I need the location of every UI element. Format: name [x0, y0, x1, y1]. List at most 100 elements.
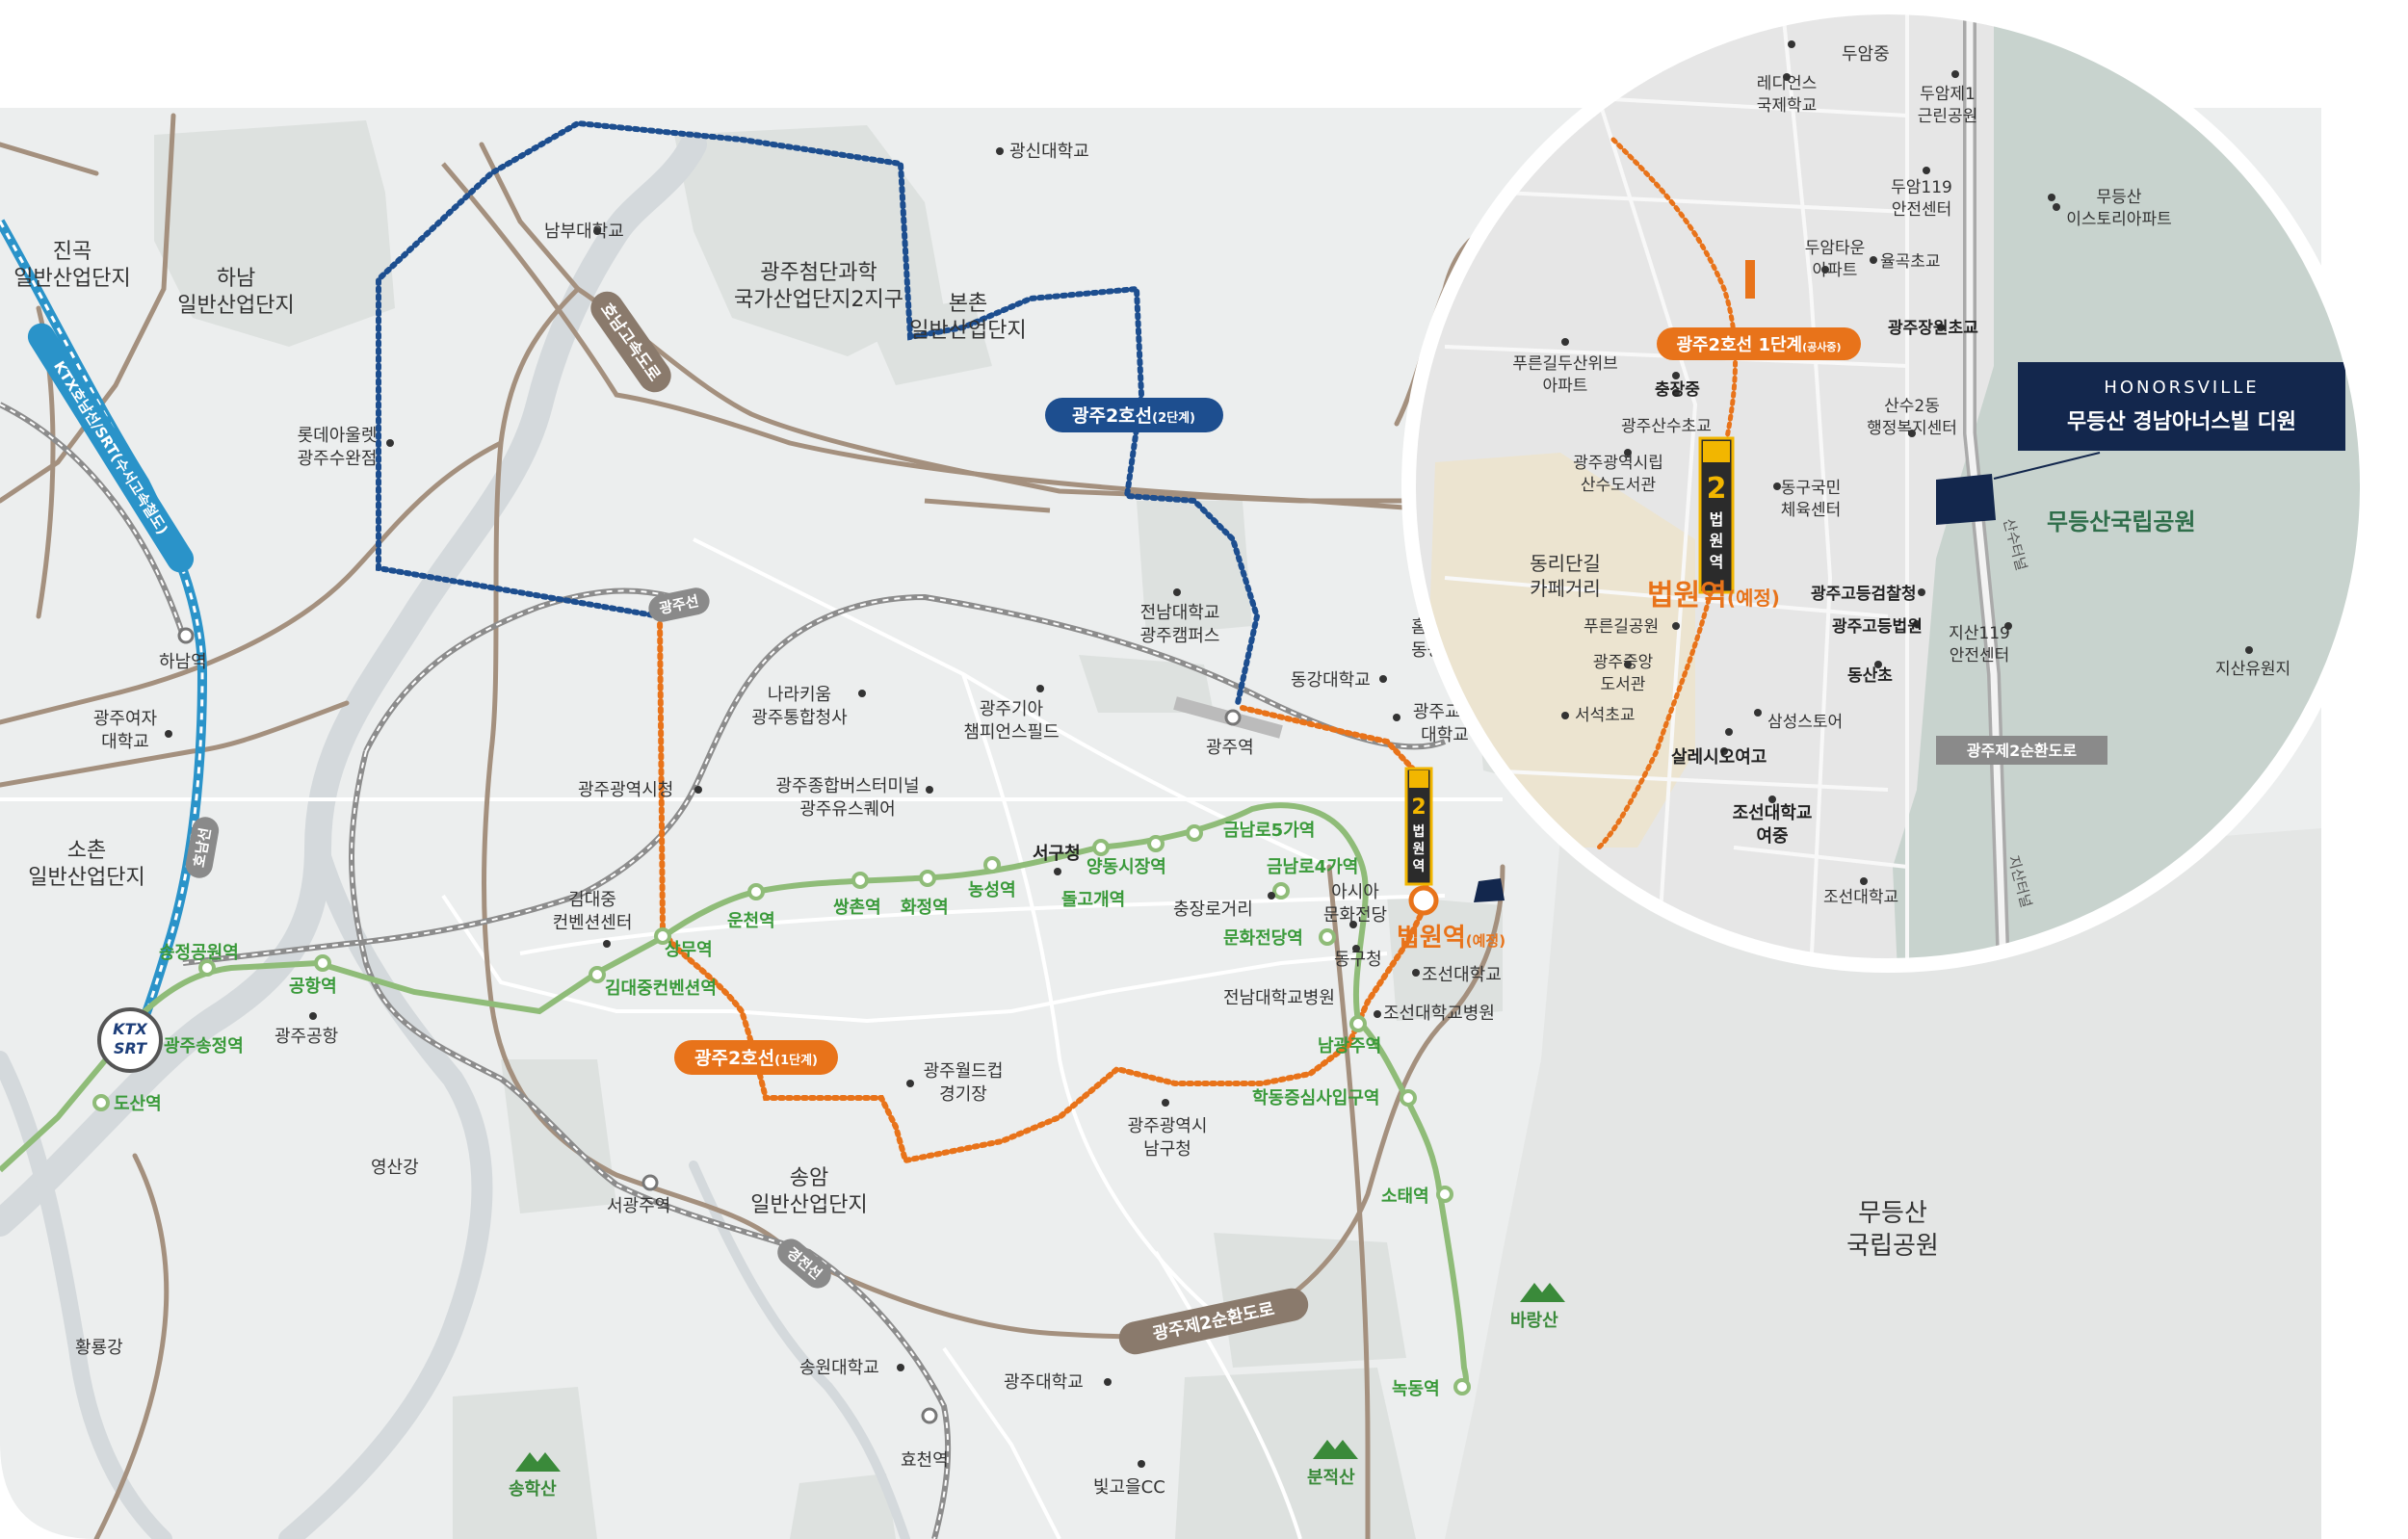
label-barang: 바랑산 [1510, 1311, 1558, 1331]
honam-expressway [441, 162, 1446, 513]
label-chosun-univ: 조선대학교 [1422, 965, 1502, 985]
sign-char: 법 [1413, 824, 1426, 840]
label-hwangryong-river: 황룡강 [75, 1338, 123, 1358]
inset-label-samsung: 삼성스토어 [1767, 713, 1843, 732]
label-munhwa-station: 문화전당역 [1223, 928, 1303, 949]
label-seogwangju-station: 서광주역 [607, 1196, 670, 1216]
label-airport: 광주공항 [275, 1027, 338, 1047]
inset-line2-badge-bg [1657, 327, 1861, 360]
mountain-markers [515, 1283, 1565, 1472]
inset-label-dongsan: 동산초 [1847, 666, 1893, 686]
inset-label-jisan-resort: 지산유원지 [2215, 660, 2290, 679]
label-gwangju-univ: 광주대학교 [1004, 1372, 1084, 1393]
label-geumnamro4-station: 금남로4가역 [1267, 857, 1358, 877]
inset-sign-number: 2 [1707, 472, 1727, 506]
label-namgwangju-station: 남광주역 [1318, 1036, 1381, 1056]
label-chungjang: 충장로거리 [1173, 900, 1253, 920]
inset-sign-char: 법 [1710, 510, 1724, 529]
label-hwajeong-station: 화정역 [901, 898, 949, 918]
label-hanam-station: 하남역 [159, 652, 207, 672]
line1-station-markers [92, 824, 1471, 1396]
inset-ring-badge: 광주제2순환도로 [1967, 742, 2077, 760]
badge-line2-stage2: 광주2호선(2단계) [1072, 405, 1195, 427]
inset-sign-char: 역 [1710, 553, 1724, 571]
label-hyocheon-station: 효천역 [901, 1450, 949, 1471]
label-ssangchon-station: 쌍촌역 [833, 898, 881, 918]
line1-route [0, 802, 1470, 1394]
inset-label-yulgok: 율곡초교 [1880, 252, 1941, 272]
honorsville-banner: HONORSVILLE 무등산 경남아너스빌 디원 [2018, 362, 2345, 451]
inset-label-sansu-elem: 광주산수초교 [1621, 417, 1712, 436]
inset-label-jangwon: 광주장원초교 [1888, 319, 1978, 338]
mountain-icon [1520, 1283, 1565, 1302]
label-nongseong-station: 농성역 [968, 880, 1016, 900]
ktx-srt-badge: KTX SRT [97, 1007, 163, 1073]
label-bunjeok: 분적산 [1307, 1468, 1355, 1488]
label-kdj-conv-station: 김대중컨벤션역 [605, 978, 717, 999]
ktx-line [0, 219, 208, 1043]
inset-construction-mark [1745, 260, 1755, 299]
sign-char: 원 [1413, 842, 1426, 857]
brand-name: HONORSVILLE [2104, 378, 2259, 398]
inset-label-prosecutor: 광주고등검찰청 [1811, 584, 1916, 604]
label-sotae-station: 소태역 [1381, 1187, 1429, 1207]
inset-label-duam: 두암중 [1842, 44, 1890, 65]
label-dosan-station: 도산역 [114, 1094, 162, 1114]
mountain-icon [515, 1452, 561, 1472]
inset-label-mudeung-park: 무등산국립공원 [2047, 509, 2196, 535]
label-chosun-hosp: 조선대학교병원 [1383, 1004, 1495, 1024]
inset-sign-char: 원 [1710, 532, 1724, 550]
rail-station-labels: 하남역 광주역 서광주역 효천역 [159, 652, 1254, 1471]
beobwon-station-label: 법원역(예정) [1397, 924, 1505, 952]
label-jnu-hosp: 전남대학교병원 [1223, 988, 1335, 1008]
label-gwangju-station: 광주역 [1206, 738, 1254, 758]
sign-line-number: 2 [1411, 796, 1426, 820]
label-airport-station: 공항역 [289, 977, 337, 997]
inset-project-site [1936, 474, 1996, 525]
project-site-marker [1474, 878, 1505, 902]
label-nambu-univ: 남부대학교 [544, 222, 624, 242]
label-geumnamro5-station: 금남로5가역 [1223, 821, 1315, 841]
inset-label-chosun-univ: 조선대학교 [1823, 888, 1898, 907]
label-sangmu-station: 상무역 [665, 940, 713, 960]
project-name: 무등산 경남아너스빌 디원 [2067, 410, 2296, 434]
inset-poi-dots [1561, 40, 2253, 885]
label-yeongsan-river: 영산강 [371, 1158, 419, 1178]
label-bitgoeul: 빛고을CC [1093, 1477, 1165, 1498]
line2-badges: 광주2호선(2단계) 광주2호선(1단계) [674, 398, 1223, 1075]
inset-park-area [1893, 10, 2365, 963]
line1-station-labels: 송정공원역 광주송정역 공항역 도산역 김대중컨벤션역 상무역 운천역 쌍촌역 … [114, 821, 1440, 1399]
label-donggu-office: 동구청 [1334, 950, 1382, 970]
label-songwon-univ: 송원대학교 [799, 1358, 879, 1378]
label-city-hall: 광주광역시청 [578, 780, 673, 800]
label-dongkang-univ: 동강대학교 [1291, 670, 1371, 691]
rail-station-markers [177, 627, 1242, 1424]
rail-lines [0, 402, 1447, 1539]
label-songjeong-park: 송정공원역 [159, 943, 239, 963]
label-uncheon-station: 운천역 [727, 911, 775, 931]
